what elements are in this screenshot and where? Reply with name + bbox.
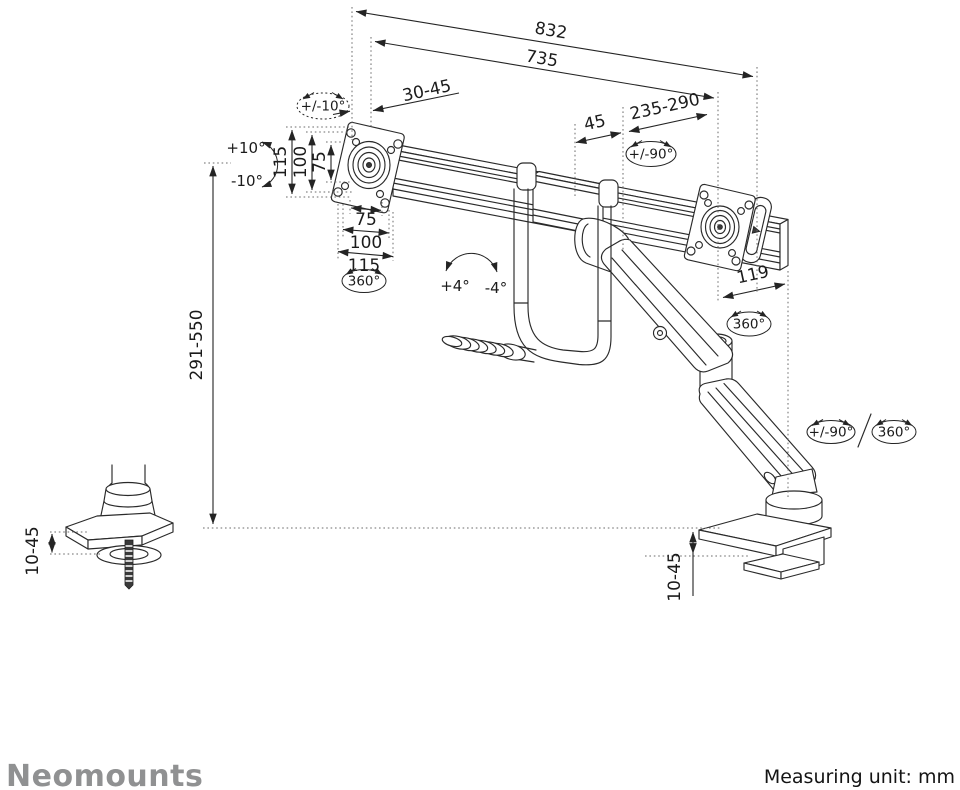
dim-rail-width-label: 735 [524,46,559,71]
dim-vesa-height-100-label: 100 [291,146,311,178]
bar-tilt-callout: +4° -4° [440,252,507,297]
tilt-down-label: -10° [231,172,263,190]
cable-coil [441,335,537,363]
dim-carriage-offset-label: 45 [582,111,607,135]
footer: Neomounts Measuring unit: mm [6,759,955,790]
dim-vesa-width-100: 100 [342,226,390,253]
dim-vesa-width-100-label: 100 [350,233,382,253]
brand-logo: Neomounts [6,759,203,790]
rotation-base-swivel-label: +/-90° [809,425,854,441]
dim-arm-extension-label: 235-290 [628,90,702,125]
rotation-arm-swivel-label: +/-90° [629,147,674,163]
dim-vesa-height-115: 115 [271,129,296,195]
tilt-up-label: +10° [226,139,265,157]
rotation-arm-swivel: +/-90° [625,140,677,167]
dim-height-range: 291-550 [187,165,217,525]
measuring-unit-label: Measuring unit: mm [764,766,955,788]
dim-clamp-thickness-label: 10-45 [665,552,685,601]
dim-vesa-width-75: 75 [350,205,382,230]
vesa-plate-right [683,183,756,272]
rotation-base-spin-label: 360° [878,425,911,441]
dim-vesa-height-75: 75 [310,144,335,181]
lower-arm [698,378,817,496]
dim-total-width-label: 832 [533,19,568,44]
rotation-elbow-spin: 360° [726,310,772,337]
bar-tilt-down-label: -4° [485,279,507,297]
dim-rail-width: 735 [374,39,715,100]
dim-depth-adjust-label: 30-45 [401,76,454,106]
rotation-vesa-spin-label: 360° [348,274,381,290]
slash-divider [857,413,872,448]
dim-vesa-height-75-label: 75 [310,151,330,173]
rotation-crossbar-swivel-label: +/-10° [301,99,346,115]
rotation-crossbar-swivel: +/-10° [296,92,350,120]
dim-vesa-width-115: 115 [337,248,394,276]
rotation-elbow-spin-label: 360° [733,317,766,333]
dim-grommet-thickness-label: 10-45 [23,526,43,575]
dim-vesa-height-115-label: 115 [271,146,291,178]
grommet-base [65,464,174,590]
desk-clamp [698,513,832,580]
gas-spring-arm [600,238,734,373]
vesa-plate-left [330,121,405,214]
rotation-vesa-spin: 360° [341,268,387,293]
dim-vesa-width-75-label: 75 [355,210,377,230]
rotation-base-callout: +/-90° 360° [806,413,917,448]
dim-arm-extension: 235-290 [628,90,708,133]
dim-vesa-height-100: 100 [291,134,316,191]
bar-tilt-up-label: +4° [440,277,470,295]
dim-grommet-thickness: 10-45 [23,526,56,576]
dim-carriage-offset: 45 [575,111,622,144]
dim-clamp-thickness: 10-45 [665,531,697,602]
handle-loop [513,162,619,366]
dim-vesa-width-115-label: 115 [348,256,380,276]
tilt-callout: +10° -10° [226,139,279,190]
dim-height-range-label: 291-550 [187,309,207,380]
